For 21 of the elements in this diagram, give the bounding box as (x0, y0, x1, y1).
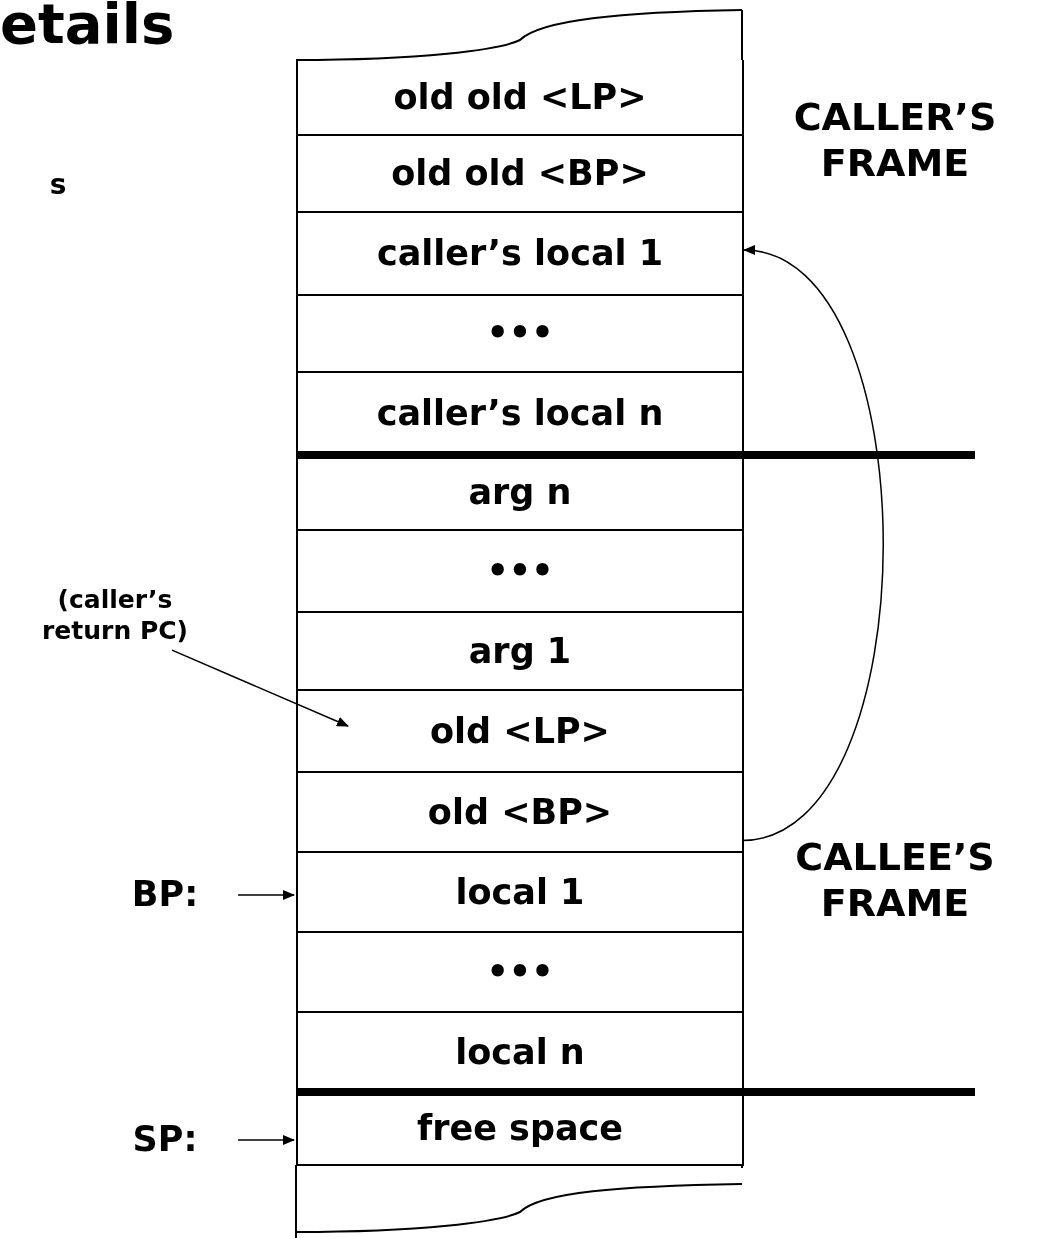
annotation-text: (caller’s return PC) (40, 550, 190, 680)
stack-slot: local 1 (296, 852, 744, 933)
stack-slot: ••• (296, 932, 744, 1013)
slide-title: etails (0, 0, 175, 52)
frame-label: CALLEE’S FRAME (794, 835, 996, 927)
stack-slot: old <BP> (296, 772, 744, 853)
arrow (237, 1135, 295, 1145)
arrow (237, 890, 295, 900)
stack-slot: old old <LP> (296, 60, 744, 136)
register-label: BP: (100, 870, 230, 920)
text-fragment: s (48, 168, 68, 202)
arrow (171, 649, 349, 727)
stack-slot: ••• (296, 530, 744, 613)
register-label: SP: (100, 1115, 230, 1165)
stack-slot: ••• (296, 295, 744, 373)
arrow (741, 248, 884, 842)
frame-label: CALLER’S FRAME (792, 95, 998, 187)
stack-slot: arg 1 (296, 612, 744, 691)
stack-slot: caller’s local 1 (296, 212, 744, 296)
stack-slot: old old <BP> (296, 135, 744, 213)
stack-slot: old <LP> (296, 690, 744, 773)
